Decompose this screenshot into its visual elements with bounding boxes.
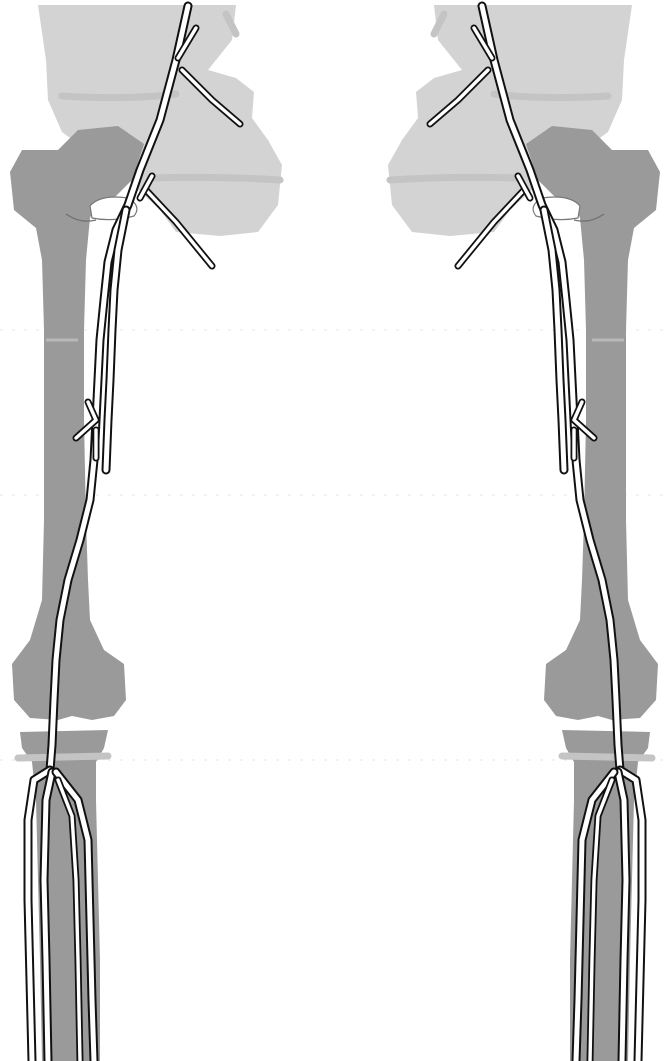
pelvis-joint-mark-right <box>494 94 608 98</box>
pelvis-joint-mark-left <box>62 94 176 98</box>
left-leg-panel <box>10 5 282 1061</box>
pelvis-joint-mark-left <box>150 177 280 180</box>
right-leg-panel <box>388 5 660 1061</box>
knee-joint-mark-left <box>18 756 108 758</box>
knee-joint-mark-right <box>562 756 652 758</box>
pelvis-joint-mark-right <box>390 177 520 180</box>
